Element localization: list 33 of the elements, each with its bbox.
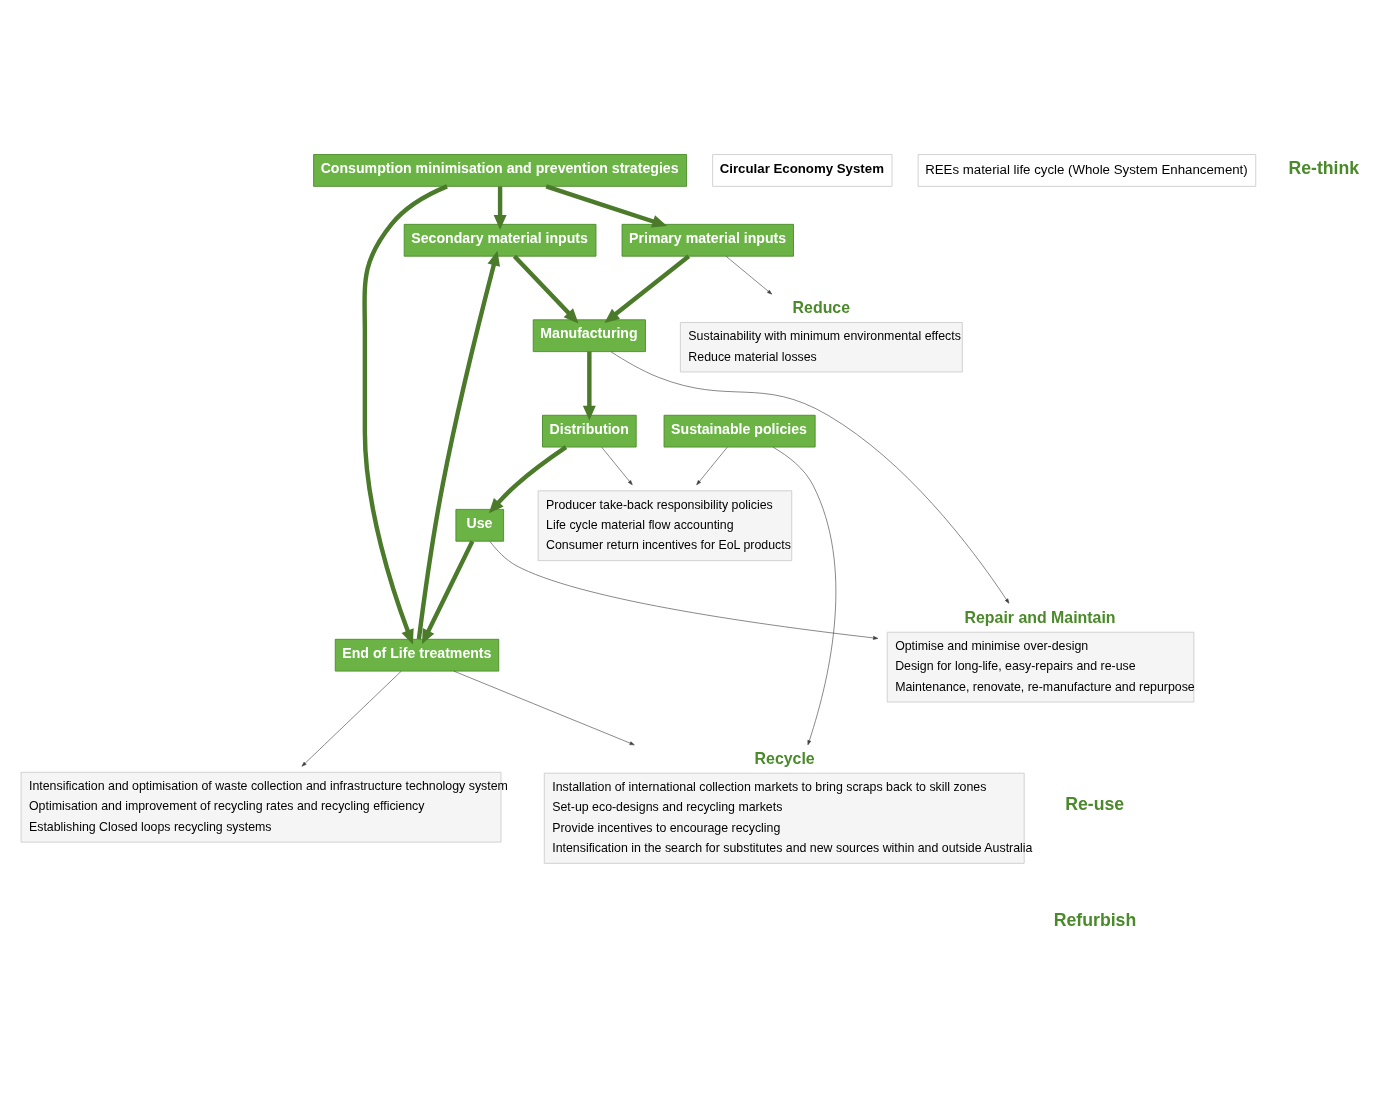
node-box: Primary material inputs xyxy=(621,223,794,257)
arrow xyxy=(582,351,596,421)
arrow xyxy=(604,254,691,323)
arrow xyxy=(301,670,402,767)
node-box: Secondary material inputs xyxy=(403,223,597,257)
node-label: Reduce xyxy=(792,299,851,317)
node-box: Manufacturing xyxy=(532,319,646,353)
arrow xyxy=(512,254,579,324)
node-box: Sustainable policies xyxy=(663,414,816,448)
label: Re-use xyxy=(1065,794,1125,815)
node-box: Consumption minimisation and prevention strategies xyxy=(313,154,687,187)
arrow xyxy=(493,186,507,230)
arrow xyxy=(488,445,568,514)
arrow xyxy=(545,184,668,228)
arrow xyxy=(601,447,633,486)
arrow xyxy=(489,541,879,640)
arrow xyxy=(416,250,500,640)
arrow xyxy=(610,351,1010,604)
arrow xyxy=(453,670,635,746)
label: Re-think xyxy=(1288,157,1360,178)
node-label: Repair and Maintain xyxy=(964,608,1116,626)
node-box: REEs material life cycle (Whole System Enhancement) xyxy=(917,154,1257,187)
label: Refurbish xyxy=(1053,910,1137,931)
arrow xyxy=(725,255,773,295)
arrow xyxy=(362,184,448,645)
node-box: Use xyxy=(455,508,505,542)
node-box: Circular Economy System xyxy=(712,154,893,187)
arrow xyxy=(696,447,728,486)
node-box: Distribution xyxy=(542,414,637,448)
arrow xyxy=(422,540,475,645)
node-label: Recycle xyxy=(754,749,815,767)
node-box: End of Life treatments xyxy=(334,638,500,672)
arrow xyxy=(772,446,837,746)
